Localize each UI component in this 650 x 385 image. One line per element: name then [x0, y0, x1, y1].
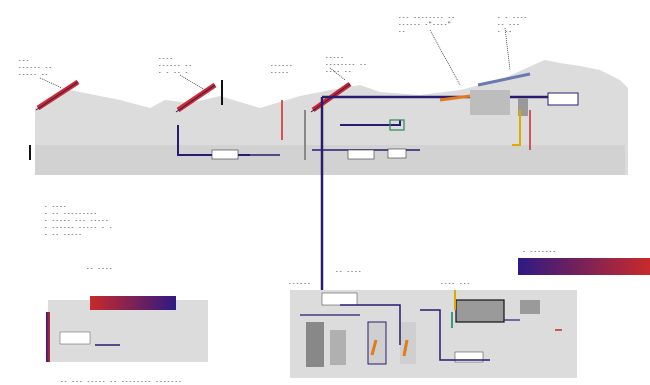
top-center-label: --- -------- -- ------ -"----" --: [398, 14, 456, 35]
lower-left-panel: [48, 300, 208, 362]
temperature-gradient-bar: [518, 258, 650, 275]
collector-3-label: ----- -------- -- ---- --: [325, 54, 367, 75]
gradient-label: - -------: [522, 248, 557, 255]
tower-label: ------ -----: [270, 62, 293, 76]
lower-center-title: -- ----: [335, 268, 362, 275]
lower-right-title: ---- ---: [440, 280, 471, 287]
tank-right: [470, 90, 510, 115]
lower-left-title: -- ----: [86, 265, 113, 272]
collector-2-label: ---- ------ -- - - -- -: [158, 55, 193, 76]
top-right-label: - - ---- -- --- - --: [497, 14, 528, 35]
lower-mid-title: ------: [288, 280, 311, 287]
collector-1-label: --- ------ -- ----- --: [18, 57, 53, 78]
lower-left-caption: -- --- ----- -- -------- -------: [60, 378, 182, 385]
notes-block: - ---- - -- --------- - ----- --- ----- …: [44, 203, 113, 238]
